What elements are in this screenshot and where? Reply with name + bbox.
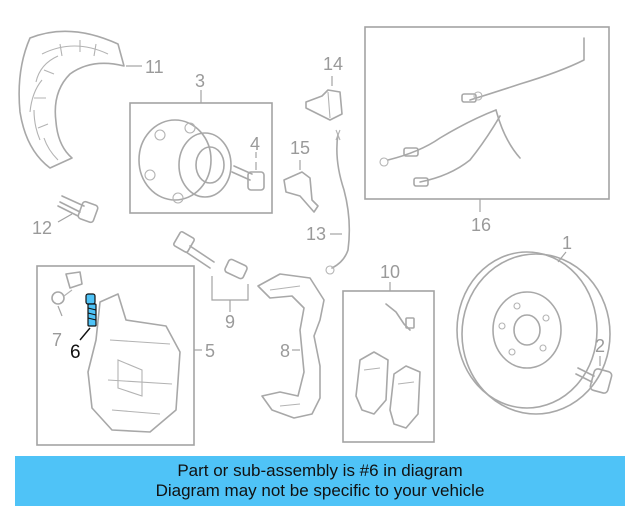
part-16-sensor-harness: 16	[364, 26, 610, 235]
part-5-caliper: 5	[36, 265, 215, 446]
part-8-carrier: 8	[257, 273, 325, 419]
callout-15: 15	[290, 138, 310, 158]
part-12-bolt: 12	[32, 195, 99, 238]
callout-7: 7	[52, 330, 62, 350]
part-15-clip: 15	[283, 138, 319, 213]
callout-14: 14	[323, 54, 343, 74]
part-9-guide-pin: 9	[173, 231, 249, 332]
callout-16: 16	[471, 215, 491, 235]
callout-10: 10	[380, 262, 400, 282]
callout-11: 11	[145, 57, 164, 77]
box-10	[342, 290, 435, 443]
box-5	[36, 265, 195, 446]
callout-4: 4	[250, 134, 260, 154]
part-1-brake-rotor: 1	[456, 233, 611, 415]
callout-6: 6	[70, 342, 81, 363]
callout-12: 12	[32, 218, 52, 238]
part-7-bleeder-cap: 7	[51, 271, 83, 350]
part-13-brake-hose: 13	[306, 129, 351, 275]
callout-13: 13	[306, 224, 326, 244]
banner-line-1: Part or sub-assembly is #6 in diagram	[177, 461, 463, 480]
box-16	[364, 26, 610, 200]
info-banner: Part or sub-assembly is #6 in diagram Di…	[15, 456, 625, 506]
part-14-bracket: 14	[305, 54, 343, 121]
part-6-bleeder-screw: 6	[70, 293, 97, 363]
part-4-hub-bolt: 4	[231, 134, 265, 191]
callout-5: 5	[205, 341, 215, 361]
banner-line-2: Diagram may not be specific to your vehi…	[155, 481, 485, 500]
part-10-brake-pads: 10	[342, 262, 435, 443]
part-11-splash-shield: 11	[18, 30, 164, 169]
callout-2: 2	[595, 336, 605, 356]
callout-1: 1	[562, 233, 572, 253]
callout-9: 9	[225, 312, 235, 332]
parts-diagram: 11 12 3 4 14 15	[18, 26, 613, 446]
callout-8: 8	[280, 341, 290, 361]
part-2-rotor-screw: 2	[575, 336, 613, 394]
part-3-hub-bearing: 3	[129, 71, 273, 214]
callout-3: 3	[195, 71, 205, 91]
